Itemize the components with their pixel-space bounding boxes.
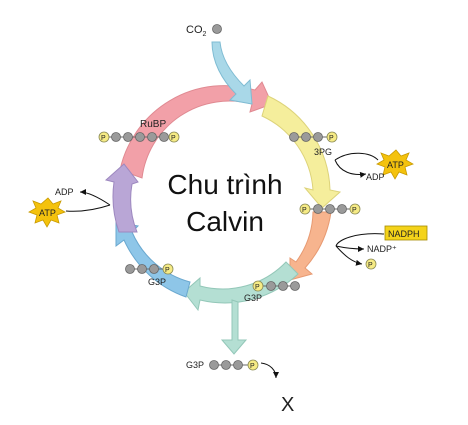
g3p-outflow-arrow — [220, 299, 248, 355]
arc-purple — [104, 163, 139, 233]
svg-text:P: P — [352, 207, 357, 214]
g3p-molecule-left — [125, 263, 174, 275]
x-label: X — [281, 394, 294, 416]
co2-label: CO2 — [186, 24, 207, 38]
nadp-label: NADP⁺ — [367, 244, 397, 254]
3pg-label: 3PG — [314, 147, 332, 157]
adp-label-right: ADP — [366, 172, 385, 182]
svg-text:P: P — [329, 135, 334, 142]
atp-star-left — [28, 197, 66, 228]
atp-star-right — [376, 149, 414, 180]
title-line-2: Calvin — [186, 206, 264, 237]
svg-text:P: P — [101, 135, 106, 142]
rubp-molecule — [98, 131, 180, 143]
co2-inflow-arrow — [211, 41, 253, 105]
phosphate-released — [365, 258, 377, 270]
g3p-out-arrow — [260, 362, 279, 379]
svg-text:P: P — [368, 262, 373, 269]
atp-arrow-right — [334, 152, 379, 161]
arc-orange — [289, 211, 332, 281]
svg-text:P: P — [250, 363, 255, 370]
3pg-molecule — [289, 131, 338, 143]
cycle-ring — [104, 81, 342, 312]
svg-text:P: P — [255, 284, 260, 291]
svg-text:P: P — [165, 267, 170, 274]
atp-label-left: ATP — [39, 208, 56, 218]
adp-label-left: ADP — [55, 187, 74, 197]
g3p-label-out: G3P — [186, 360, 204, 370]
nadph-arrow — [335, 233, 385, 247]
svg-text:P: P — [171, 135, 176, 142]
atp-arrow-left — [79, 189, 111, 206]
nadph-label: NADPH — [388, 229, 420, 239]
bisphosphoglycerate-molecule — [299, 203, 361, 215]
title-line-1: Chu trình — [167, 169, 282, 200]
atp-label-right: ATP — [387, 160, 404, 170]
g3p-molecule-out — [209, 359, 259, 371]
nadph-box — [384, 225, 428, 241]
g3p-label-bottom: G3P — [244, 293, 262, 303]
g3p-molecule-bottom — [252, 280, 300, 292]
co2-carbon — [212, 24, 222, 34]
rubp-label: RuBP — [140, 119, 166, 130]
svg-text:P: P — [302, 207, 307, 214]
g3p-label-left: G3P — [148, 277, 166, 287]
